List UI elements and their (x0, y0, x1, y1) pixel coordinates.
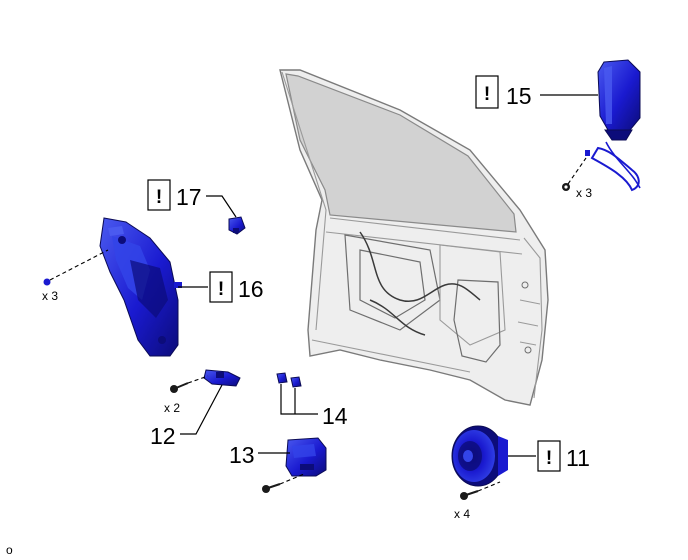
screw-icon-11 (460, 490, 479, 500)
outer-mirror-part (585, 59, 641, 192)
callout-12: 12 (150, 423, 176, 449)
warning-mark-17: ! (156, 187, 162, 208)
dashed-leader-13 (279, 473, 305, 485)
bolt-icon-12 (170, 382, 189, 393)
warning-box-15 (475, 75, 499, 109)
bracket-part (203, 369, 241, 387)
dashed-leader-11 (477, 481, 501, 492)
bolt-icon-13 (262, 483, 281, 493)
small-clip-part (228, 216, 246, 235)
screw-icon-16 (43, 278, 51, 286)
clip-part-a (276, 372, 288, 384)
dashed-leader-16 (49, 249, 109, 281)
callout-13: 13 (229, 442, 255, 468)
warning-box-17 (147, 179, 171, 211)
warning-mark-16: ! (218, 279, 224, 300)
clip-part-b (290, 376, 302, 388)
quantity-12: x 2 (164, 401, 180, 415)
callout-14: 14 (322, 403, 348, 429)
front-door-panel (279, 69, 549, 406)
leader-12 (180, 384, 223, 435)
dashed-leader-15 (567, 157, 587, 185)
callout-16: 16 (238, 276, 264, 302)
quantity-11: x 4 (454, 507, 470, 521)
nut-icon-15 (562, 183, 570, 191)
callout-11: 11 (566, 445, 590, 471)
quantity-15: x 3 (576, 186, 592, 200)
window-regulator-part (99, 217, 182, 357)
leader-14 (280, 384, 318, 415)
warning-mark-15: ! (484, 84, 490, 105)
warning-mark-11: ! (546, 448, 552, 469)
leader-17 (206, 195, 237, 218)
warning-box-11 (537, 440, 561, 472)
callout-15: 15 (506, 83, 532, 109)
warning-box-16 (209, 271, 233, 303)
callout-17: 17 (176, 184, 202, 210)
front-speaker-part (451, 425, 508, 487)
quantity-16: x 3 (42, 289, 58, 303)
corner-label: o (6, 543, 13, 557)
control-module-part (285, 437, 327, 477)
dashed-leader-12 (187, 375, 209, 384)
